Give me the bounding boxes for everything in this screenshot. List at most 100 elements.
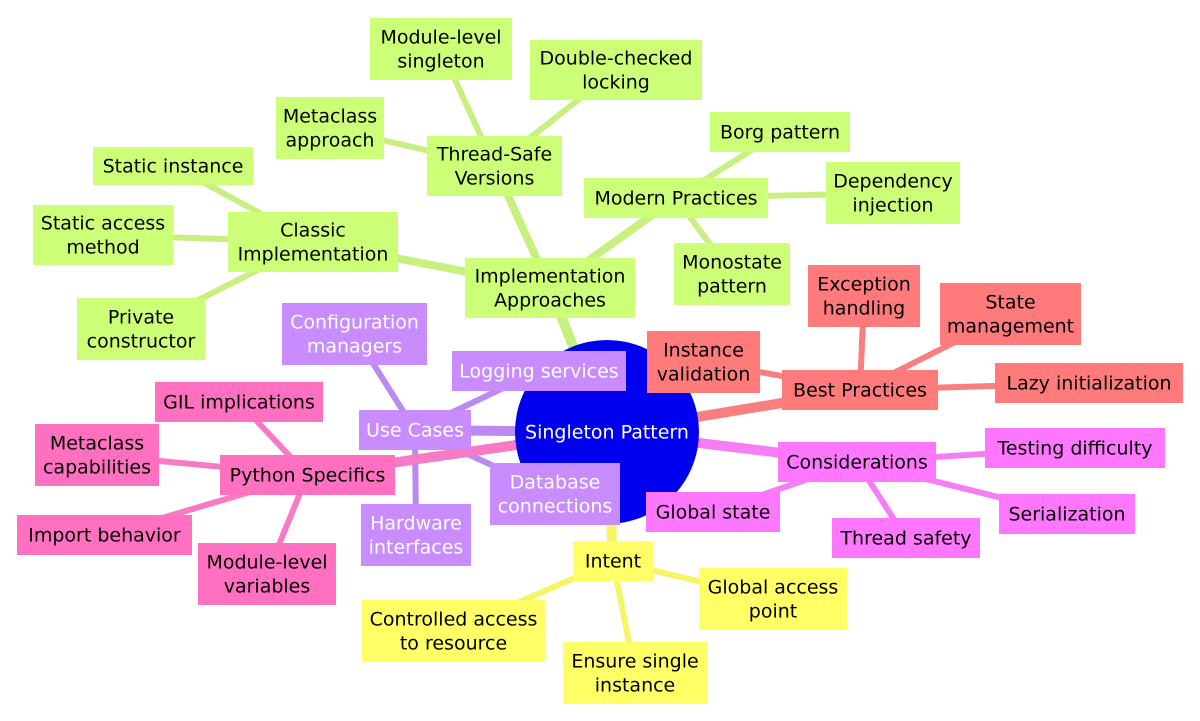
node-configuration-managers-label: managers xyxy=(307,336,402,358)
node-considerations[interactable]: Considerations xyxy=(778,442,936,482)
node-thread-safety[interactable]: Thread safety xyxy=(832,518,980,558)
node-state-management-label: management xyxy=(947,316,1074,338)
node-logging-services-box xyxy=(452,351,626,391)
node-ensure-single-instance-box xyxy=(563,642,707,704)
node-metaclass-approach-box xyxy=(276,97,384,159)
node-metaclass-approach-label: approach xyxy=(286,130,375,152)
node-database-connections-label: Database xyxy=(510,472,601,494)
node-best-practices-label: Best Practices xyxy=(793,380,927,402)
node-testing-difficulty[interactable]: Testing difficulty xyxy=(985,428,1165,468)
node-instance-validation-box xyxy=(647,331,760,393)
node-serialization[interactable]: Serialization xyxy=(999,494,1135,534)
node-hardware-interfaces-label: interfaces xyxy=(369,537,464,559)
node-python-specifics-label: Python Specifics xyxy=(230,465,386,487)
node-controlled-access-label: Controlled access xyxy=(370,609,538,631)
node-gil-implications[interactable]: GIL implications xyxy=(155,382,323,422)
node-global-access-point-label: Global access xyxy=(708,577,839,599)
node-global-state[interactable]: Global state xyxy=(646,492,780,532)
node-module-level-variables-label: variables xyxy=(224,576,311,598)
node-python-specifics[interactable]: Python Specifics xyxy=(220,455,395,495)
node-modern-practices-box xyxy=(584,178,768,218)
node-use-cases[interactable]: Use Cases xyxy=(359,410,471,450)
node-thread-safe-versions-box xyxy=(427,136,562,196)
node-controlled-access-box xyxy=(362,600,545,662)
mindmap-nodes: Singleton PatternImplementationApproache… xyxy=(17,18,1183,704)
node-module-level-singleton-label: singleton xyxy=(397,51,484,73)
node-gil-implications-box xyxy=(155,382,323,422)
node-logging-services[interactable]: Logging services xyxy=(452,351,626,391)
node-use-cases-box xyxy=(359,410,471,450)
node-considerations-label: Considerations xyxy=(786,452,928,474)
node-global-state-box xyxy=(646,492,780,532)
node-static-instance[interactable]: Static instance xyxy=(93,147,253,185)
node-global-access-point-box xyxy=(699,568,847,630)
node-intent-label: Intent xyxy=(585,551,641,573)
node-intent[interactable]: Intent xyxy=(573,541,653,581)
node-implementation-approaches-box xyxy=(465,258,635,318)
node-module-level-singleton-label: Module-level xyxy=(380,27,501,49)
node-import-behavior-label: Import behavior xyxy=(28,525,181,547)
node-static-access-method-label: method xyxy=(66,237,139,259)
node-considerations-box xyxy=(778,442,936,482)
node-dependency-injection-box xyxy=(826,162,960,224)
node-borg-pattern[interactable]: Borg pattern xyxy=(710,112,850,152)
node-import-behavior[interactable]: Import behavior xyxy=(17,515,192,555)
node-thread-safe-versions-label: Thread-Safe xyxy=(436,144,552,166)
node-hardware-interfaces-box xyxy=(361,504,471,566)
node-python-specifics-box xyxy=(220,455,395,495)
node-private-constructor-box xyxy=(77,298,205,360)
node-double-checked-locking-label: Double-checked xyxy=(540,48,693,70)
node-lazy-initialization[interactable]: Lazy initialization xyxy=(995,363,1183,403)
node-dependency-injection-label: injection xyxy=(852,195,933,217)
node-modern-practices[interactable]: Modern Practices xyxy=(584,178,768,218)
node-global-access-point-label: point xyxy=(749,601,797,623)
node-monostate-pattern-box xyxy=(674,243,790,305)
node-ensure-single-instance-label: instance xyxy=(595,675,676,697)
node-configuration-managers-box xyxy=(282,303,427,365)
node-exception-handling-box xyxy=(808,265,920,327)
node-import-behavior-box xyxy=(17,515,192,555)
node-use-cases-label: Use Cases xyxy=(366,420,464,442)
node-state-management-label: State xyxy=(985,292,1035,314)
node-best-practices-box xyxy=(782,370,938,410)
node-module-level-singleton-box xyxy=(370,18,512,80)
node-dependency-injection-label: Dependency xyxy=(833,171,953,193)
node-borg-pattern-label: Borg pattern xyxy=(720,122,840,144)
node-best-practices[interactable]: Best Practices xyxy=(782,370,938,410)
node-classic-implementation-box xyxy=(228,212,398,272)
node-static-access-method-label: Static access xyxy=(41,213,165,235)
node-static-access-method-box xyxy=(33,205,173,265)
node-borg-pattern-box xyxy=(710,112,850,152)
node-thread-safety-box xyxy=(832,518,980,558)
node-private-constructor-label: Private xyxy=(108,307,174,329)
node-metaclass-capabilities-box xyxy=(35,424,159,486)
node-monostate-pattern-label: pattern xyxy=(697,276,767,298)
node-classic-implementation-label: Classic xyxy=(280,220,346,242)
node-exception-handling-label: Exception xyxy=(817,274,911,296)
node-module-level-variables-box xyxy=(198,543,336,605)
node-testing-difficulty-label: Testing difficulty xyxy=(996,438,1152,460)
node-thread-safety-label: Thread safety xyxy=(839,528,971,550)
